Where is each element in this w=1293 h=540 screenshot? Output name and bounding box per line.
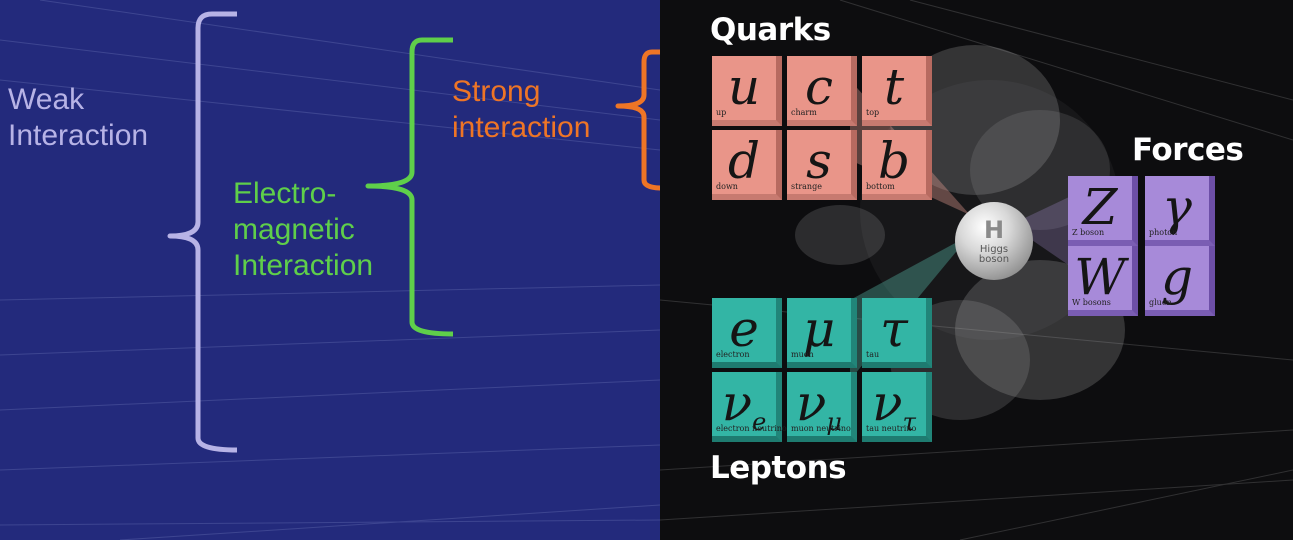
particle-name: tau [866, 350, 880, 359]
particle-symbol: ντ [872, 374, 916, 436]
particle-symbol: γ [1162, 178, 1192, 236]
particle-cell-muon-neutrino: νμ muon neutrino [787, 372, 857, 442]
particle-name: strange [791, 182, 822, 191]
particle-cell-gluon: g gluon [1145, 246, 1215, 316]
forces-title: Forces [1132, 132, 1244, 168]
particle-cell-down: d down [712, 130, 782, 200]
particle-symbol: b [877, 132, 910, 190]
particle-cell-bottom: b bottom [862, 130, 932, 200]
particle-name: muon [791, 350, 814, 359]
particle-symbol: τ [880, 300, 908, 358]
particle-symbol: g [1160, 248, 1193, 306]
particle-name: down [716, 182, 738, 191]
particle-symbol: νμ [795, 374, 842, 436]
particle-name: gluon [1149, 298, 1172, 307]
leptons-title: Leptons [710, 450, 847, 486]
particle-name: Z boson [1072, 228, 1105, 237]
particle-cell-photon: γ photon [1145, 176, 1215, 246]
particle-name: muon neutrino [791, 424, 851, 433]
particle-cell-w-bosons: W W bosons [1068, 246, 1138, 316]
particle-cell-muon: μ muon [787, 298, 857, 368]
particle-cell-z-boson: Z Z boson [1068, 176, 1138, 246]
particle-symbol: s [806, 132, 832, 190]
particle-cell-electron-neutrino: νe electron neutrino [712, 372, 787, 442]
interactions-panel [0, 0, 660, 540]
particle-name: electron [716, 350, 750, 359]
particle-cell-top: t top [862, 56, 932, 126]
particle-name: tau neutrino [866, 424, 917, 433]
particle-cell-up: u up [712, 56, 782, 126]
particle-cell-strange: s strange [787, 130, 857, 200]
particle-cell-electron: e electron [712, 298, 782, 368]
particle-symbol: e [729, 300, 759, 358]
particle-symbol: νe [721, 374, 767, 436]
particle-name: up [716, 108, 727, 117]
quarks-title: Quarks [710, 12, 831, 48]
particle-name: photon [1149, 228, 1178, 237]
particle-cell-tau-neutrino: ντ tau neutrino [862, 372, 932, 442]
particle-cell-charm: c charm [787, 56, 857, 126]
particle-symbol: t [883, 58, 905, 116]
particle-name: electron neutrino [716, 424, 787, 433]
particle-symbol: c [804, 58, 833, 116]
particle-symbol: Z [1082, 178, 1118, 236]
particle-name: top [866, 108, 880, 117]
particle-symbol: u [727, 58, 761, 116]
particle-name: W bosons [1072, 298, 1111, 307]
particle-name: charm [791, 108, 817, 117]
particle-symbol: d [727, 132, 760, 190]
particle-symbol: W [1074, 248, 1126, 306]
particle-symbol: μ [802, 300, 836, 358]
particle-cell-tau: τ tau [862, 298, 932, 368]
background-streaks [0, 0, 660, 540]
particle-name: bottom [866, 182, 895, 191]
higgs-symbol: H [983, 216, 1005, 244]
